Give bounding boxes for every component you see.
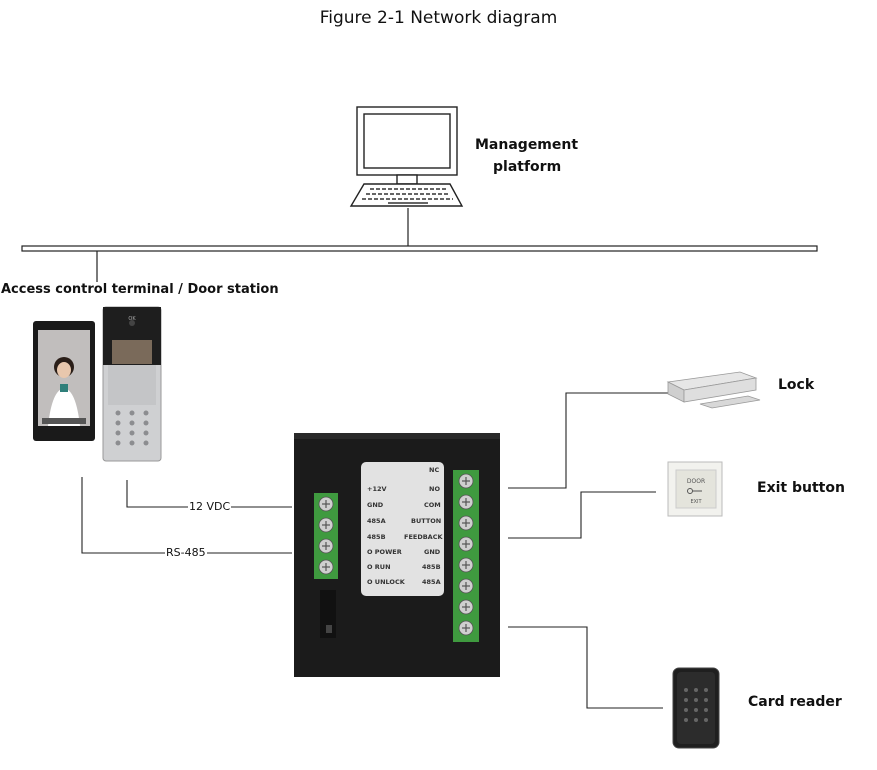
lock-label: Lock	[778, 377, 815, 393]
door-station-device: OK	[102, 306, 162, 462]
card-reader-icon	[672, 667, 720, 749]
term-gnd-right: GND	[424, 548, 441, 556]
term-gnd-left: GND	[367, 501, 384, 509]
figure-title: Figure 2-1 Network diagram	[319, 8, 558, 28]
term-unlock: O UNLOCK	[367, 578, 405, 586]
term-nc: NC	[429, 466, 440, 474]
term-com: COM	[424, 501, 441, 509]
wire-lock	[508, 392, 668, 489]
wire-12vdc	[126, 480, 292, 508]
computer-icon	[349, 106, 464, 207]
wire-exit-button	[508, 491, 656, 539]
keypad-text: OK	[128, 316, 136, 322]
card-reader-label: Card reader	[748, 694, 842, 710]
term-feedback: FEEDBACK	[404, 533, 443, 541]
term-485a-right: 485A	[422, 578, 441, 586]
exit-plate-bottom: EXIT	[690, 499, 702, 505]
rs485-wire-label: RS-485	[165, 546, 207, 559]
exit-plate-top: DOOR	[687, 478, 705, 485]
power-wire-label: 12 VDC	[188, 500, 232, 513]
term-run: O RUN	[367, 563, 391, 571]
wire-card-reader	[508, 626, 663, 709]
terminal-label: Access control terminal / Door station	[1, 282, 279, 297]
term-485a-left: 485A	[367, 517, 386, 525]
exit-button-label: Exit button	[757, 480, 845, 496]
exit-button-icon: DOOR EXIT	[667, 461, 723, 517]
access-terminal-device	[33, 321, 95, 441]
management-label-1: Management	[475, 137, 579, 153]
term-button: BUTTON	[411, 517, 442, 525]
management-label-2: platform	[493, 159, 562, 175]
term-485b-right: 485B	[422, 563, 441, 571]
term-485b-left: 485B	[367, 533, 386, 541]
access-module	[294, 433, 500, 677]
term-power: O POWER	[367, 548, 402, 556]
term-no: NO	[429, 485, 440, 493]
term-12v: +12V	[367, 485, 387, 493]
magnetic-lock-icon	[666, 371, 761, 409]
wire-rs485	[81, 477, 292, 554]
network-bus	[21, 245, 818, 252]
